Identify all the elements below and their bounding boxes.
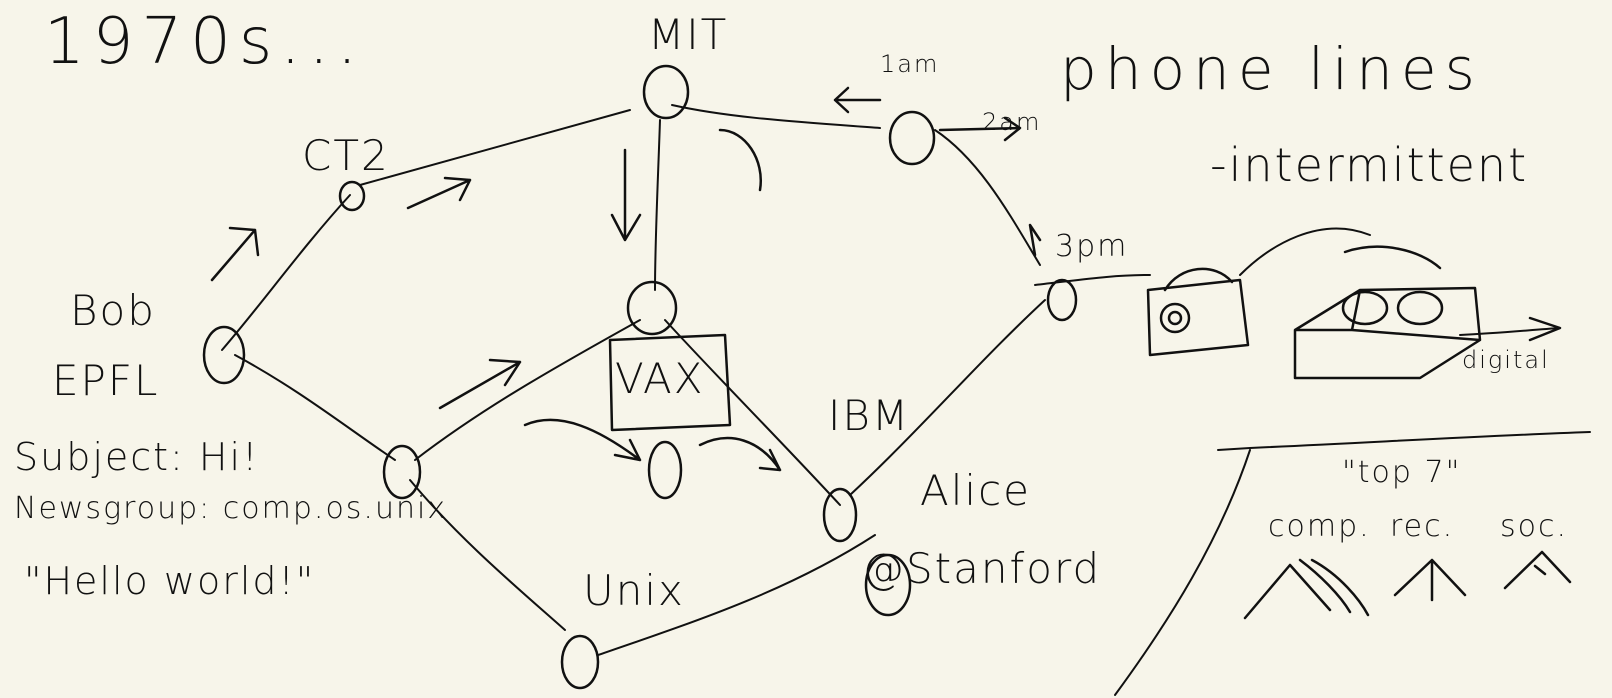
arrow-digital bbox=[1528, 316, 1562, 342]
phone-right-dial-1 bbox=[1341, 290, 1389, 326]
node-label-alice: Alice bbox=[920, 466, 1032, 515]
node-3pm bbox=[1046, 278, 1078, 322]
node-vax bbox=[626, 280, 678, 336]
branch-comp bbox=[1243, 558, 1370, 620]
time-3pm: 3pm bbox=[1055, 229, 1129, 264]
flow-arrows bbox=[210, 86, 1562, 472]
time-1am: 1am bbox=[880, 50, 940, 78]
link-digital bbox=[1459, 327, 1561, 336]
hierarchy-divider bbox=[1114, 431, 1591, 696]
node-label-unix: Unix bbox=[583, 566, 685, 615]
phone-handsets bbox=[1146, 245, 1482, 380]
era-heading: 1970s... bbox=[44, 5, 366, 79]
node-unix bbox=[560, 634, 600, 690]
link-ct2-mit bbox=[359, 109, 631, 186]
node-ibm bbox=[822, 487, 858, 543]
link-3pm-phone bbox=[1034, 274, 1151, 286]
node-label-stanford: @Stanford bbox=[862, 544, 1102, 593]
node-label-epfl: EPFL bbox=[52, 356, 160, 405]
node-mit bbox=[642, 64, 690, 120]
phone-lines-note: phone lines bbox=[1060, 35, 1483, 103]
arrow-1am-left bbox=[833, 86, 882, 114]
link-vax-ibm bbox=[664, 319, 841, 506]
node-epfl bbox=[202, 325, 246, 385]
node-disk bbox=[647, 440, 683, 500]
arrow-relay-up bbox=[438, 358, 522, 410]
phone-right bbox=[1293, 286, 1482, 380]
link-mit-vax bbox=[654, 119, 661, 291]
link-epfl-node bbox=[234, 354, 396, 461]
node-1am bbox=[888, 110, 936, 166]
node-label-bob: Bob bbox=[70, 286, 156, 335]
network-links bbox=[221, 104, 1561, 656]
node-alice bbox=[864, 553, 912, 617]
vax-box bbox=[608, 333, 732, 432]
arrow-2am bbox=[938, 116, 1022, 142]
branch-soc bbox=[1503, 550, 1572, 590]
phone-left-dial bbox=[1159, 302, 1191, 334]
arrow-3pm bbox=[1028, 223, 1042, 257]
message-newsgroup: Newsgroup: comp.os.unix bbox=[14, 491, 448, 526]
node-label-ibm: IBM bbox=[828, 391, 911, 440]
node-relay bbox=[382, 444, 422, 500]
arrow-ct2-right bbox=[406, 176, 472, 210]
hierarchy-title: "top 7" bbox=[1342, 455, 1462, 490]
link-ibm-3pm bbox=[849, 299, 1046, 496]
node-label-mit: MIT bbox=[648, 10, 729, 59]
message-body: "Hello world!" bbox=[24, 559, 316, 603]
node-ct2 bbox=[338, 180, 366, 212]
arrow-disk-right bbox=[698, 436, 782, 472]
node-label-vax: VAX bbox=[615, 354, 705, 403]
arrow-mit-curl bbox=[718, 128, 763, 192]
link-node-vax bbox=[414, 319, 641, 461]
intermittent-note: -intermittent bbox=[1210, 138, 1529, 192]
hierarchy-group-rec: rec. bbox=[1390, 509, 1455, 544]
link-epfl-ct2 bbox=[221, 194, 351, 351]
digital-note: digital bbox=[1462, 346, 1550, 374]
message-subject: Subject: Hi! bbox=[14, 435, 260, 479]
link-node-unix bbox=[409, 479, 566, 631]
arrow-bob-up bbox=[210, 226, 260, 282]
link-1am-3pm bbox=[934, 129, 1041, 266]
arrow-mit-down bbox=[610, 148, 642, 242]
link-phones bbox=[1239, 227, 1371, 276]
link-unix-alice bbox=[597, 534, 876, 656]
hierarchy-group-soc: soc. bbox=[1500, 509, 1569, 544]
phone-right-dial-2 bbox=[1396, 290, 1444, 326]
time-2am: 2am bbox=[982, 108, 1042, 136]
link-mit-1am bbox=[671, 104, 881, 129]
network-nodes bbox=[202, 64, 1078, 690]
branch-rec bbox=[1393, 558, 1467, 602]
hierarchy-group-comp: comp. bbox=[1268, 509, 1371, 544]
node-label-ct2: CT2 bbox=[302, 131, 390, 180]
hierarchy-branches bbox=[1243, 550, 1572, 620]
arrow-disk-left bbox=[523, 418, 642, 462]
phone-left bbox=[1146, 267, 1250, 357]
